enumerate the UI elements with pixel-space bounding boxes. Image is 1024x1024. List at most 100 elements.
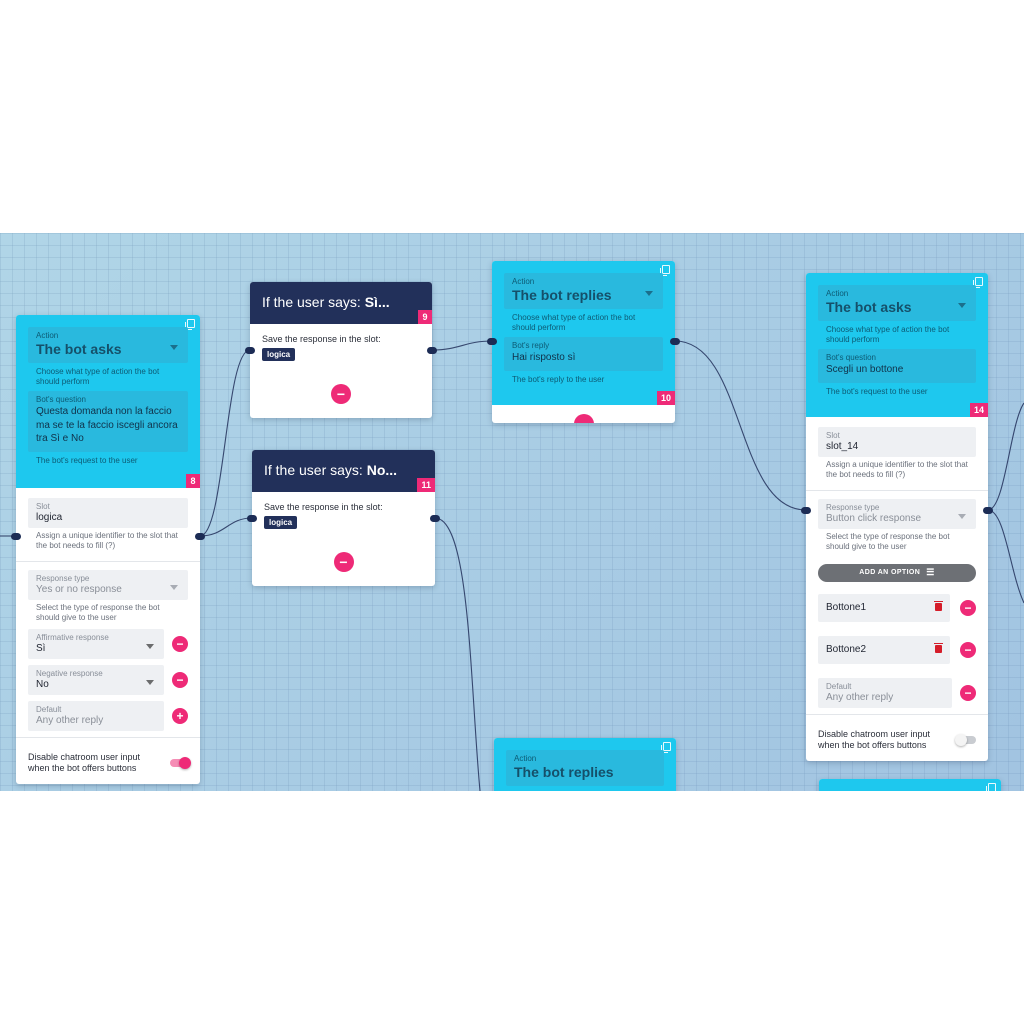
- divider: [16, 736, 200, 738]
- action-select[interactable]: Action The bot asks: [28, 327, 188, 363]
- minus-icon[interactable]: −: [573, 413, 594, 423]
- action-label: Action: [826, 289, 849, 298]
- edge-14-right-b: [987, 509, 1024, 604]
- trash-icon[interactable]: [934, 601, 943, 611]
- default-value: Any other reply: [826, 691, 894, 703]
- minus-icon[interactable]: −: [172, 671, 188, 688]
- connector-dot[interactable]: [247, 515, 257, 522]
- connector-dot[interactable]: [430, 515, 440, 522]
- connector-dot[interactable]: [195, 533, 205, 540]
- option-field[interactable]: Bottone1: [818, 593, 950, 622]
- connection-lines: [0, 340, 1024, 791]
- disable-input-toggle[interactable]: [955, 733, 976, 746]
- bot-question-text: Questa domanda non la faccio ma se te la…: [36, 406, 178, 444]
- connector-dot[interactable]: [487, 338, 497, 345]
- connector-dot[interactable]: [670, 338, 680, 345]
- slot-field[interactable]: Slot slot_14: [818, 426, 976, 457]
- plus-icon[interactable]: +: [172, 707, 188, 724]
- negative-value: No: [36, 678, 49, 690]
- action-value: The bot asks: [36, 341, 122, 357]
- connector-dot[interactable]: [427, 347, 437, 354]
- add-option-button[interactable]: ADD AN OPTION ☰: [818, 563, 976, 582]
- connector-dot[interactable]: [983, 507, 993, 514]
- node-bot-replies-10[interactable]: Action The bot replies Choose what type …: [492, 261, 675, 423]
- node-header: If the user says: No... 11: [252, 450, 435, 492]
- node-user-says-9[interactable]: If the user says: Sì... 9 Save the respo…: [250, 282, 432, 418]
- save-slot-label: Save the response in the slot:: [264, 502, 383, 512]
- minus-icon[interactable]: −: [960, 599, 976, 616]
- chevron-down-icon: [958, 303, 966, 308]
- node-header: Action The bot asks Choose what type of …: [16, 315, 200, 488]
- slot-chip[interactable]: logica: [262, 348, 296, 361]
- reply-hint: The bot's reply to the user: [512, 374, 605, 384]
- copy-icon[interactable]: [986, 783, 996, 791]
- disable-input-toggle[interactable]: [170, 756, 191, 769]
- copy-icon[interactable]: [660, 265, 670, 276]
- response-type-value: Button click response: [826, 512, 922, 524]
- add-option-label: ADD AN OPTION: [859, 569, 921, 576]
- save-slot-label: Save the response in the slot:: [262, 334, 381, 344]
- response-type-label: Response type: [826, 502, 880, 512]
- edge-8-9: [199, 349, 251, 537]
- node-bot-asks-14[interactable]: Action The bot asks Choose what type of …: [806, 273, 988, 761]
- node-bot-asks-8[interactable]: Action The bot asks Choose what type of …: [16, 315, 200, 784]
- slot-chip[interactable]: logica: [264, 516, 298, 529]
- response-type-hint: Select the type of response the bot shou…: [826, 531, 950, 551]
- option-field[interactable]: Bottone2: [818, 635, 950, 664]
- default-label: Default: [36, 704, 62, 714]
- affirmative-select[interactable]: Affirmative response Sì: [28, 628, 164, 659]
- default-value: Any other reply: [36, 714, 104, 726]
- response-type-select[interactable]: Response type Button click response: [818, 498, 976, 529]
- divider: [806, 713, 988, 715]
- response-type-label: Response type: [36, 573, 90, 583]
- minus-icon[interactable]: −: [333, 552, 354, 572]
- slot-label: Slot: [826, 430, 840, 440]
- negative-row: Negative response No −: [28, 664, 188, 695]
- response-type-select[interactable]: Response type Yes or no response: [28, 569, 188, 600]
- node-number-badge: 9: [418, 310, 432, 324]
- negative-select[interactable]: Negative response No: [28, 664, 164, 695]
- edge-14-right-a: [987, 402, 1024, 511]
- bot-reply-field[interactable]: Bot's reply Hai risposto sì: [504, 337, 663, 371]
- node-bot-replies-bottom[interactable]: Action The bot replies Choose what type …: [494, 738, 676, 791]
- action-label: Action: [36, 331, 59, 340]
- trash-icon[interactable]: [934, 643, 943, 653]
- action-value: The bot asks: [826, 299, 912, 315]
- node-body: Slot slot_14 Assign a unique identifier …: [806, 417, 988, 762]
- action-select[interactable]: Action The bot asks: [818, 285, 976, 321]
- default-field[interactable]: Default Any other reply: [818, 677, 952, 708]
- bot-question-field[interactable]: Bot's question Scegli un bottone: [818, 349, 976, 383]
- minus-icon[interactable]: −: [960, 684, 976, 701]
- disable-input-label: Disable chatroom user input when the bot…: [28, 751, 141, 773]
- chevron-down-icon: [645, 291, 653, 296]
- node-user-says-11[interactable]: If the user says: No... 11 Save the resp…: [252, 450, 435, 586]
- node-header: If the user says: Sì... 9: [250, 282, 432, 324]
- disable-input-label: Disable chatroom user input when the bot…: [818, 728, 931, 750]
- default-field[interactable]: Default Any other reply: [28, 700, 164, 731]
- minus-icon[interactable]: −: [172, 635, 188, 652]
- bot-question-field[interactable]: Bot's question Questa domanda non la fac…: [28, 391, 188, 452]
- chevron-down-icon: [958, 513, 966, 519]
- negative-label: Negative response: [36, 668, 103, 678]
- copy-icon[interactable]: [185, 319, 195, 330]
- edge-9-10: [431, 340, 493, 351]
- action-hint: Choose what type of action the bot shoul…: [512, 313, 636, 332]
- node-number-badge: 10: [656, 390, 675, 405]
- action-select[interactable]: Action The bot replies: [504, 273, 663, 309]
- node-partial-bottom-right[interactable]: [819, 779, 1001, 791]
- condition-label: If the user says:: [262, 294, 361, 310]
- connector-dot[interactable]: [245, 347, 255, 354]
- minus-icon[interactable]: −: [331, 384, 351, 404]
- action-select[interactable]: Action The bot replies: [506, 750, 664, 786]
- flow-canvas[interactable]: Action The bot asks Choose what type of …: [0, 233, 1024, 791]
- slot-value: slot_14: [826, 440, 859, 452]
- connector-dot[interactable]: [801, 507, 811, 514]
- minus-icon[interactable]: −: [960, 641, 976, 658]
- action-value: The bot replies: [512, 287, 612, 303]
- slot-field[interactable]: Slot logica: [28, 497, 188, 528]
- copy-icon[interactable]: [973, 277, 983, 288]
- copy-icon[interactable]: [661, 742, 671, 753]
- default-row: Default Any other reply −: [818, 677, 976, 708]
- node-header: Action The bot replies Choose what type …: [492, 261, 675, 405]
- connector-dot[interactable]: [11, 533, 21, 540]
